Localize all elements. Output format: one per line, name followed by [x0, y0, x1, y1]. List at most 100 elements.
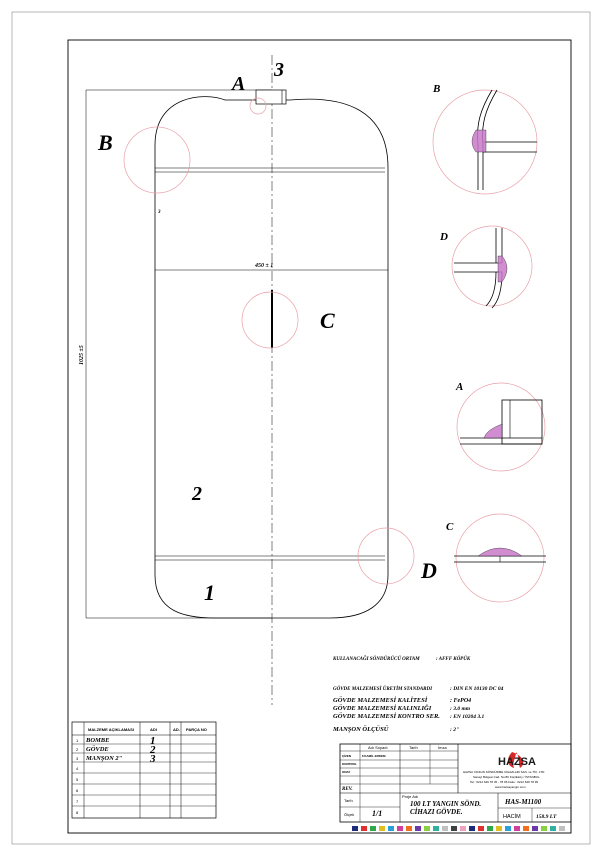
color-swatch [361, 826, 367, 831]
color-strip [352, 826, 565, 831]
color-swatch [487, 826, 493, 831]
tb-role: KONTROL [342, 762, 357, 766]
color-swatch [505, 826, 511, 831]
project-line-2: CİHAZI GÖVDE. [410, 808, 463, 816]
row-no: 7 [76, 799, 79, 804]
row-mark: 1 [150, 735, 156, 747]
callout-a: A [230, 73, 245, 95]
flame-icon [507, 752, 524, 768]
scale-label: Ölçek [344, 812, 354, 817]
color-swatch [523, 826, 529, 831]
svg-text:C: C [446, 521, 454, 533]
color-swatch [460, 826, 466, 831]
note-value: : DIN EN 10130 DC 04 [450, 686, 504, 692]
bottom-dome [154, 560, 389, 619]
tb-role: ÇİZEN [342, 753, 351, 758]
row-no: 1 [76, 738, 79, 743]
svg-text:D: D [439, 231, 448, 243]
detail-view-b: B [432, 83, 538, 195]
note-label: MANŞON ÖLÇÜSÜ [332, 726, 389, 733]
col-header: AD. [173, 727, 180, 732]
socket-part [255, 89, 287, 105]
width-dimension: 450 ± 1 [254, 263, 273, 269]
detail-circle-c [241, 291, 299, 349]
color-swatch [550, 826, 556, 831]
row-no: 2 [76, 747, 79, 752]
outer-frame [11, 11, 591, 845]
row-no: 5 [76, 777, 79, 782]
detail-view-d: D [439, 225, 533, 309]
company-web: www.hazsayangin.com [495, 785, 526, 789]
color-swatch [433, 826, 439, 831]
project-line-1: 100 LT YANGIN SÖND. [410, 800, 481, 808]
specification-notes: KULLANACAĞI SÖNDÜRÜCÜ ORTAM : AFFF KÖPÜK… [332, 656, 504, 733]
height-dimension: 1025 ±5 [79, 345, 85, 365]
color-swatch [388, 826, 394, 831]
small-part-3-label: 3 [157, 210, 161, 215]
color-swatch [442, 826, 448, 831]
color-swatch [469, 826, 475, 831]
row-mark: 3 [149, 753, 156, 765]
company-address: Sanayi Bölgesi Cad. No:89 Küçükköy / İST… [473, 774, 540, 779]
medium-label: KULLANACAĞI SÖNDÜRÜCÜ ORTAM [332, 656, 420, 662]
callout-part-1: 1 [204, 580, 215, 605]
col-header: ADI [150, 727, 157, 732]
color-swatch [496, 826, 502, 831]
tb-header: Tarih [409, 745, 418, 750]
drawer-name: F.KAMİL ERDEM [362, 753, 386, 758]
color-swatch [478, 826, 484, 831]
title-block: Adı Soyadı Tarih İmza ÇİZEN KONTROL ONAY… [339, 743, 572, 823]
row-mark: 2 [149, 744, 156, 756]
callout-part-2: 2 [191, 483, 202, 505]
volume-label: HACİM [503, 813, 521, 820]
svg-text:A: A [455, 381, 463, 393]
company-phone: Tel : 0212 649 78 45 - 78 96 Faks : 0212… [470, 780, 538, 784]
color-swatch [397, 826, 403, 831]
callout-d: D [420, 558, 437, 583]
scale-value: 1/1 [372, 809, 382, 818]
detail-circle-a [249, 97, 267, 115]
callout-c: C [320, 308, 335, 333]
color-swatch [514, 826, 520, 831]
rev-label: REV. [342, 787, 353, 792]
detail-circle-b [123, 126, 191, 194]
note-label: GÖVDE MALZEMESİ KONTRO SER. [333, 712, 440, 720]
row-no: 3 [76, 756, 79, 761]
callout-b: B [97, 130, 113, 155]
color-swatch [379, 826, 385, 831]
row-name: GÖVDE [86, 746, 109, 753]
note-label: GÖVDE MALZEMESİ KALINLIĞI [333, 704, 432, 712]
color-swatch [451, 826, 457, 831]
inner-frame [67, 39, 572, 834]
col-header: MALZEME AÇIKLAMASI [88, 727, 134, 732]
color-swatch [415, 826, 421, 831]
tb-header: Adı Soyadı [368, 745, 388, 750]
color-swatch [559, 826, 565, 831]
svg-text:B: B [432, 83, 440, 95]
color-swatch [424, 826, 430, 831]
detail-circle-d [357, 527, 415, 585]
color-swatch [541, 826, 547, 831]
company-name: HAZSA YANGIN SÖNDÜRME CİHAZLARI SAN. ve … [463, 769, 545, 774]
drawing-number: HAS-M1100 [504, 798, 542, 806]
row-no: 6 [76, 788, 79, 793]
parts-list-table: MALZEME AÇIKLAMASI ADI AD. PARÇA NO 1 BO… [71, 721, 217, 819]
vessel-body [154, 89, 389, 619]
volume-value: 158.9 LT [536, 814, 557, 820]
note-value: : EN 10204 3.1 [450, 714, 484, 720]
logo-text: HAZSA [498, 756, 536, 768]
row-name: BOMBE [85, 737, 110, 744]
row-name: MANŞON 2" [85, 755, 123, 762]
row-no: 4 [76, 766, 79, 771]
detail-view-a: A [455, 381, 546, 472]
note-label: GÖVDE MALZEMESİ KALİTESİ [333, 696, 428, 704]
color-swatch [406, 826, 412, 831]
project-label: Proje Adı [402, 794, 418, 799]
note-value: : 2" [450, 727, 459, 733]
detail-view-c: C [446, 513, 546, 603]
note-value: : FePO4 [450, 698, 471, 704]
note-value: : 3.0 mm [450, 706, 471, 712]
medium-value: : AFFF KÖPÜK [436, 656, 471, 662]
tb-role: ONAY [342, 770, 350, 774]
